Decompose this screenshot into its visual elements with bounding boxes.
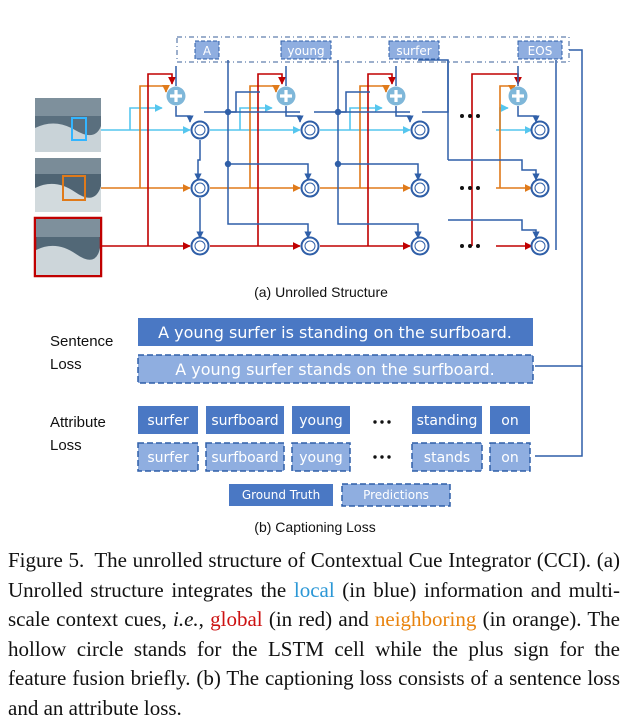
attr-gt-3: young [299,413,342,429]
lstm-connection-lines [175,49,583,457]
legend: Ground Truth Predictions [229,483,451,507]
sentence-prediction-text: A young surfer stands on the surfboard. [175,360,494,379]
caption-ie: i.e. [172,607,199,631]
attr-pred-3: young [299,450,342,466]
local-image [35,98,101,152]
caption-neighboring: neighboring [374,607,477,631]
output-token-4-label: EOS [528,44,553,58]
neighboring-input-lines [101,84,533,192]
output-tokens: A young surfer EOS [194,40,563,60]
legend-ground-truth: Ground Truth [242,488,320,502]
attribute-ground-truth: surfer surfboard young standing on [138,406,530,434]
fusion-nodes [166,86,528,106]
output-token-3: surfer [388,40,440,60]
caption-text-2: (in blue) information and multi-scale co… [8,577,621,632]
attr-gt-1: surfer [147,413,188,429]
attr-pred-2: surfboard [211,450,278,466]
sentence-prediction: A young surfer stands on the surfboard. [137,354,534,384]
attribute-prediction: surfer surfboard young stands on [137,442,531,472]
captioning-loss-caption: (b) Captioning Loss [254,519,375,535]
attr-gt-4: standing [417,413,478,429]
fusion-node-4 [508,86,528,106]
sentence-loss-label-2: Loss [50,356,82,373]
caption-text-5: (in orange). The hollow circle stands fo… [8,607,620,720]
attr-pred-1: surfer [147,450,188,466]
neighboring-image [35,158,101,212]
fusion-node-1 [166,86,186,106]
output-token-2: young [280,40,332,60]
caption-global: global [210,607,263,631]
output-token-3-label: surfer [396,44,431,58]
output-token-4: EOS [517,40,563,60]
junction-dots [224,108,342,168]
global-image [33,216,103,278]
output-token-2-label: young [287,44,324,58]
output-token-1-label: A [203,44,212,58]
caption-text-1: The unrolled structure of Contextual Cue… [8,548,621,602]
output-region [176,36,570,63]
caption-local: local [293,577,335,602]
attr-gt-2: surfboard [211,413,278,429]
attr-pred-4: stands [424,450,470,466]
sentence-ground-truth: A young surfer is standing on the surfbo… [138,318,533,346]
output-token-1: A [194,40,220,60]
figure-caption: Figure 5.The unrolled structure of Conte… [8,546,620,723]
sentence-ground-truth-text: A young surfer is standing on the surfbo… [158,323,512,342]
attribute-loss-label-1: Attribute [50,414,106,431]
sentence-loss-label-1: Sentence [50,333,113,350]
legend-predictions: Predictions [363,488,429,502]
diagram: A young surfer EOS (a) Unrolled Structur… [33,36,583,535]
ellipsis-dots [373,114,480,459]
figure-label: Figure 5. [8,548,85,572]
attr-pred-5: on [501,450,518,466]
attr-gt-5: on [501,413,518,429]
unrolled-structure-caption: (a) Unrolled Structure [254,284,388,300]
caption-text-4: (in red) and [262,607,375,631]
fusion-node-2 [276,86,296,106]
fusion-node-3 [386,86,406,106]
caption-text-3: , [198,607,211,631]
attribute-loss-label-2: Loss [50,437,82,454]
lstm-cells [190,120,550,256]
